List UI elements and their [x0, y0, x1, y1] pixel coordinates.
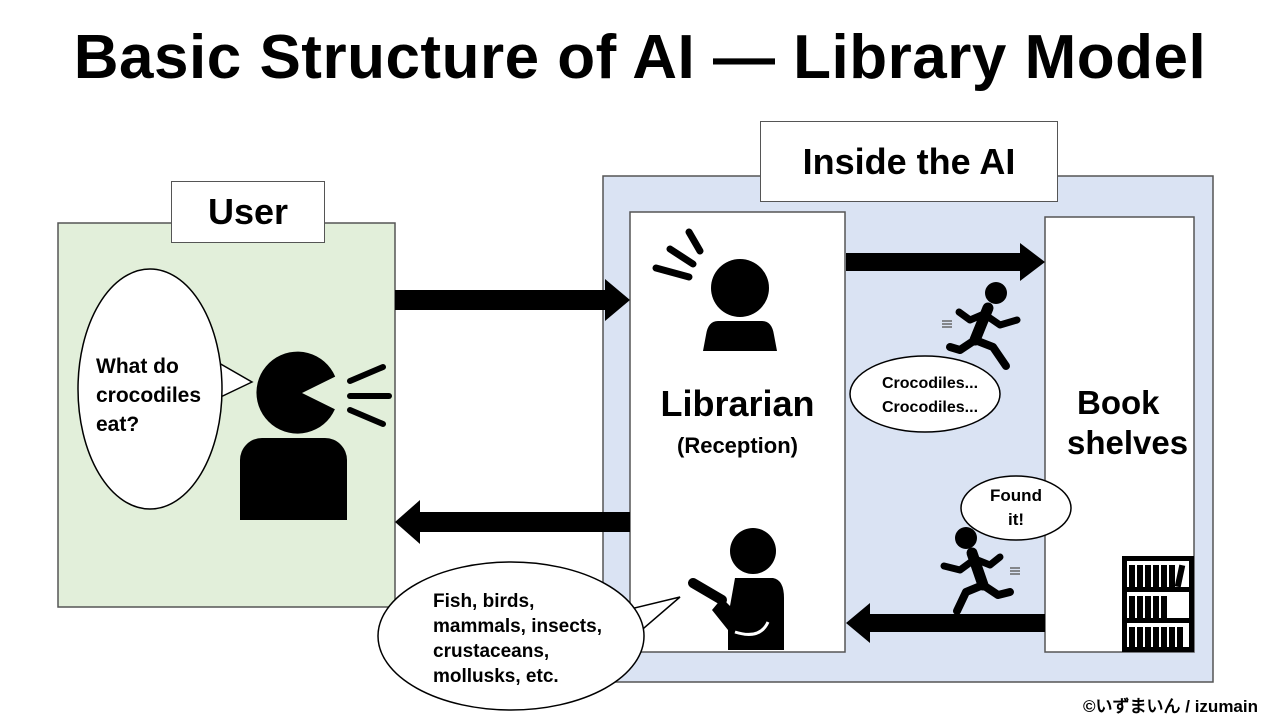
arrow-shelves-to-librarian-icon	[846, 603, 1045, 643]
reception-label: (Reception)	[677, 433, 798, 458]
question-line: crocodiles	[96, 384, 202, 407]
bookshelf-icon	[1122, 556, 1194, 652]
ai-tag: Inside the AI	[760, 121, 1058, 202]
bookshelves-line: shelves	[1067, 424, 1189, 461]
librarian-pointing-icon	[688, 528, 784, 650]
answer-line: mollusks, etc.	[433, 666, 559, 687]
user-tag: User	[171, 181, 325, 243]
librarian-label: Librarian	[660, 383, 815, 424]
question-line: What do	[96, 355, 179, 378]
question-text: What do crocodiles eat?	[96, 352, 201, 439]
searching-line: Crocodiles...	[881, 375, 979, 392]
person-speaking-icon	[240, 351, 392, 520]
question-bubble	[77, 268, 254, 510]
answer-text: Fish, birds, mammals, insects, crustacea…	[433, 589, 602, 689]
found-line: it!	[1007, 510, 1025, 529]
librarian-icon	[652, 228, 777, 351]
arrow-librarian-to-user-icon	[395, 500, 630, 544]
searching-bubble	[849, 355, 1001, 433]
answer-line: Fish, birds,	[433, 591, 535, 612]
runner-icon	[942, 282, 1021, 370]
found-line: Found	[990, 486, 1042, 505]
answer-bubble	[377, 561, 681, 711]
searching-text: Crocodiles... Crocodiles...	[855, 372, 1005, 420]
runner-returning-icon	[940, 527, 1020, 615]
question-line: eat?	[96, 413, 140, 436]
answer-line: crustaceans,	[433, 641, 550, 662]
found-text: Found it!	[976, 484, 1056, 532]
arrow-user-to-librarian-icon	[395, 279, 630, 321]
found-bubble	[960, 475, 1072, 541]
bookshelves-label: Book shelves	[1067, 383, 1188, 463]
diagram-title: Basic Structure of AI — Library Model	[73, 23, 1207, 92]
bookshelves-line: Book	[1077, 384, 1160, 421]
answer-line: mammals, insects,	[433, 616, 602, 637]
arrow-librarian-to-shelves-icon	[846, 243, 1045, 281]
credit-text: ©いずまいん / izumain	[1083, 697, 1258, 716]
searching-line: Crocodiles...	[881, 399, 979, 416]
